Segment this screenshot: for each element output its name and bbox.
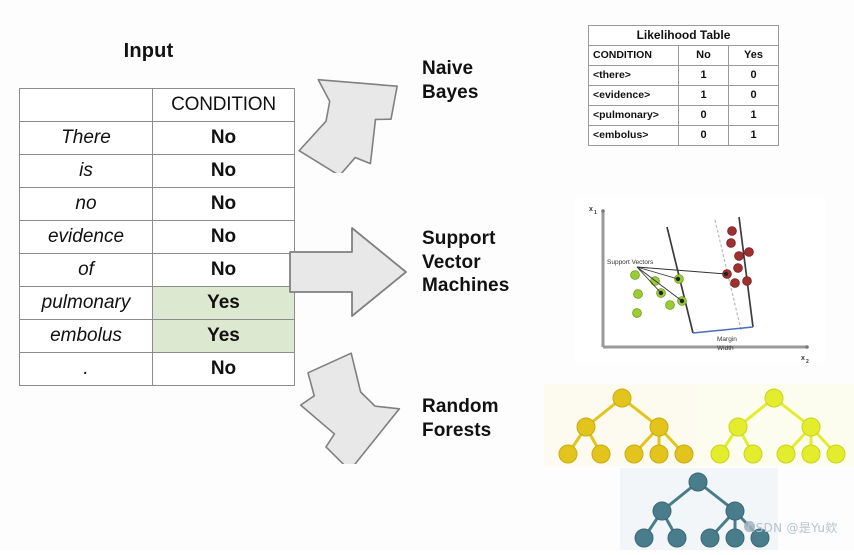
algorithm-label-line2: Vector xyxy=(422,251,481,273)
algorithm-label-support-vector-machines: Support Vector Machines xyxy=(422,227,509,298)
table-row: is No xyxy=(19,154,295,188)
table-row: no No xyxy=(19,187,295,221)
svm-x-axis-label: x xyxy=(801,355,805,362)
svm-class-a-points xyxy=(630,270,687,318)
svm-margin-label-line1: Margin xyxy=(717,336,737,343)
page-title: Input xyxy=(123,40,174,62)
table-row: embolus Yes xyxy=(19,319,295,353)
svm-diagram: Support Vectors Margin Width x 1 x 2 xyxy=(575,195,825,365)
likelihood-yes-3: 1 xyxy=(728,125,779,146)
csdn-logo-icon xyxy=(744,521,755,532)
input-cell-condition-6: Yes xyxy=(152,286,295,320)
input-cell-word-7: embolus xyxy=(19,319,153,353)
likelihood-table-title: Likelihood Table xyxy=(588,25,779,46)
arrow-down-right-icon xyxy=(299,352,401,464)
svm-class-b-points xyxy=(722,226,754,288)
input-cell-condition-2: No xyxy=(152,154,295,188)
table-row: of No xyxy=(19,253,295,287)
tree-gold xyxy=(544,384,704,466)
algorithm-label-line1: Support xyxy=(422,228,496,249)
input-cell-word-6: pulmonary xyxy=(19,286,153,320)
algorithm-label-naive-bayes: Naive Bayes xyxy=(422,57,479,104)
algorithm-label-random-forests: Random Forests xyxy=(422,395,499,442)
likelihood-header-condition: CONDITION xyxy=(588,45,679,66)
likelihood-term-3: <embolus> xyxy=(588,125,679,146)
likelihood-term-0: <there> xyxy=(588,65,679,86)
algorithm-label-line1: Random xyxy=(422,396,499,417)
input-cell-word-3: no xyxy=(19,187,153,221)
arrow-right-icon xyxy=(289,227,407,317)
input-cell-word-2: is xyxy=(19,154,153,188)
input-table: CONDITION There No is No no No evidence … xyxy=(19,88,295,386)
input-cell-condition-3: No xyxy=(152,187,295,221)
algorithm-label-line2: Forests xyxy=(422,419,492,441)
likelihood-yes-2: 1 xyxy=(728,105,779,126)
likelihood-no-2: 0 xyxy=(678,105,729,126)
likelihood-table: Likelihood Table CONDITION No Yes <there… xyxy=(588,25,779,146)
algorithm-label-line1: Naive xyxy=(422,58,474,79)
forest-trees xyxy=(544,384,854,550)
random-forest-diagram xyxy=(542,382,854,550)
input-cell-condition-5: No xyxy=(152,253,295,287)
likelihood-title-row: Likelihood Table xyxy=(588,25,779,46)
likelihood-term-2: <pulmonary> xyxy=(588,105,679,126)
likelihood-no-3: 0 xyxy=(678,125,729,146)
input-table-body: CONDITION There No is No no No evidence … xyxy=(19,88,295,386)
table-row: <there> 1 0 xyxy=(588,65,779,86)
likelihood-header-yes: Yes xyxy=(728,45,779,66)
table-row: <embolus> 0 1 xyxy=(588,125,779,146)
likelihood-yes-1: 0 xyxy=(728,85,779,106)
likelihood-yes-0: 0 xyxy=(728,65,779,86)
table-row: pulmonary Yes xyxy=(19,286,295,320)
arrow-up-right-icon xyxy=(298,78,398,173)
input-cell-condition-7: Yes xyxy=(152,319,295,353)
svm-support-vector-arrows xyxy=(636,266,729,304)
algorithm-label-line3: Machines xyxy=(422,275,510,297)
input-cell-condition-4: No xyxy=(152,220,295,254)
input-cell-word-4: evidence xyxy=(19,220,153,254)
watermark-text: CSDN @是Yu欸 xyxy=(747,521,838,535)
table-row: <pulmonary> 0 1 xyxy=(588,105,779,126)
svg-text:2: 2 xyxy=(806,359,809,365)
input-cell-word-1: There xyxy=(19,121,153,155)
svm-margin-width-bracket xyxy=(692,326,754,334)
svm-margin-boundary-right xyxy=(738,216,754,328)
table-row-header: CONDITION xyxy=(19,88,295,122)
svg-text:1: 1 xyxy=(594,210,597,216)
table-row: evidence No xyxy=(19,220,295,254)
input-cell-word-8: . xyxy=(19,352,153,386)
likelihood-table-body: Likelihood Table CONDITION No Yes <there… xyxy=(588,25,779,146)
table-row: . No xyxy=(19,352,295,386)
svm-support-vectors-label: Support Vectors xyxy=(607,259,654,266)
input-cell-condition-8: No xyxy=(152,352,295,386)
svm-margin-label-line2: Width xyxy=(717,345,734,352)
tree-yellow-green xyxy=(696,384,854,466)
svm-plot: Support Vectors Margin Width x 1 x 2 xyxy=(589,206,809,365)
input-cell-condition-1: No xyxy=(152,121,295,155)
tree-teal xyxy=(620,468,778,550)
likelihood-term-1: <evidence> xyxy=(588,85,679,106)
table-row: There No xyxy=(19,121,295,155)
input-cell-word-0 xyxy=(19,88,153,122)
svm-y-axis-label: x xyxy=(589,206,593,213)
input-column-header-condition: CONDITION xyxy=(152,88,295,122)
likelihood-no-0: 1 xyxy=(678,65,729,86)
table-row: <evidence> 1 0 xyxy=(588,85,779,106)
likelihood-header-no: No xyxy=(678,45,729,66)
input-cell-word-5: of xyxy=(19,253,153,287)
likelihood-no-1: 1 xyxy=(678,85,729,106)
algorithm-label-line2: Bayes xyxy=(422,81,479,103)
likelihood-header-row: CONDITION No Yes xyxy=(588,45,779,66)
